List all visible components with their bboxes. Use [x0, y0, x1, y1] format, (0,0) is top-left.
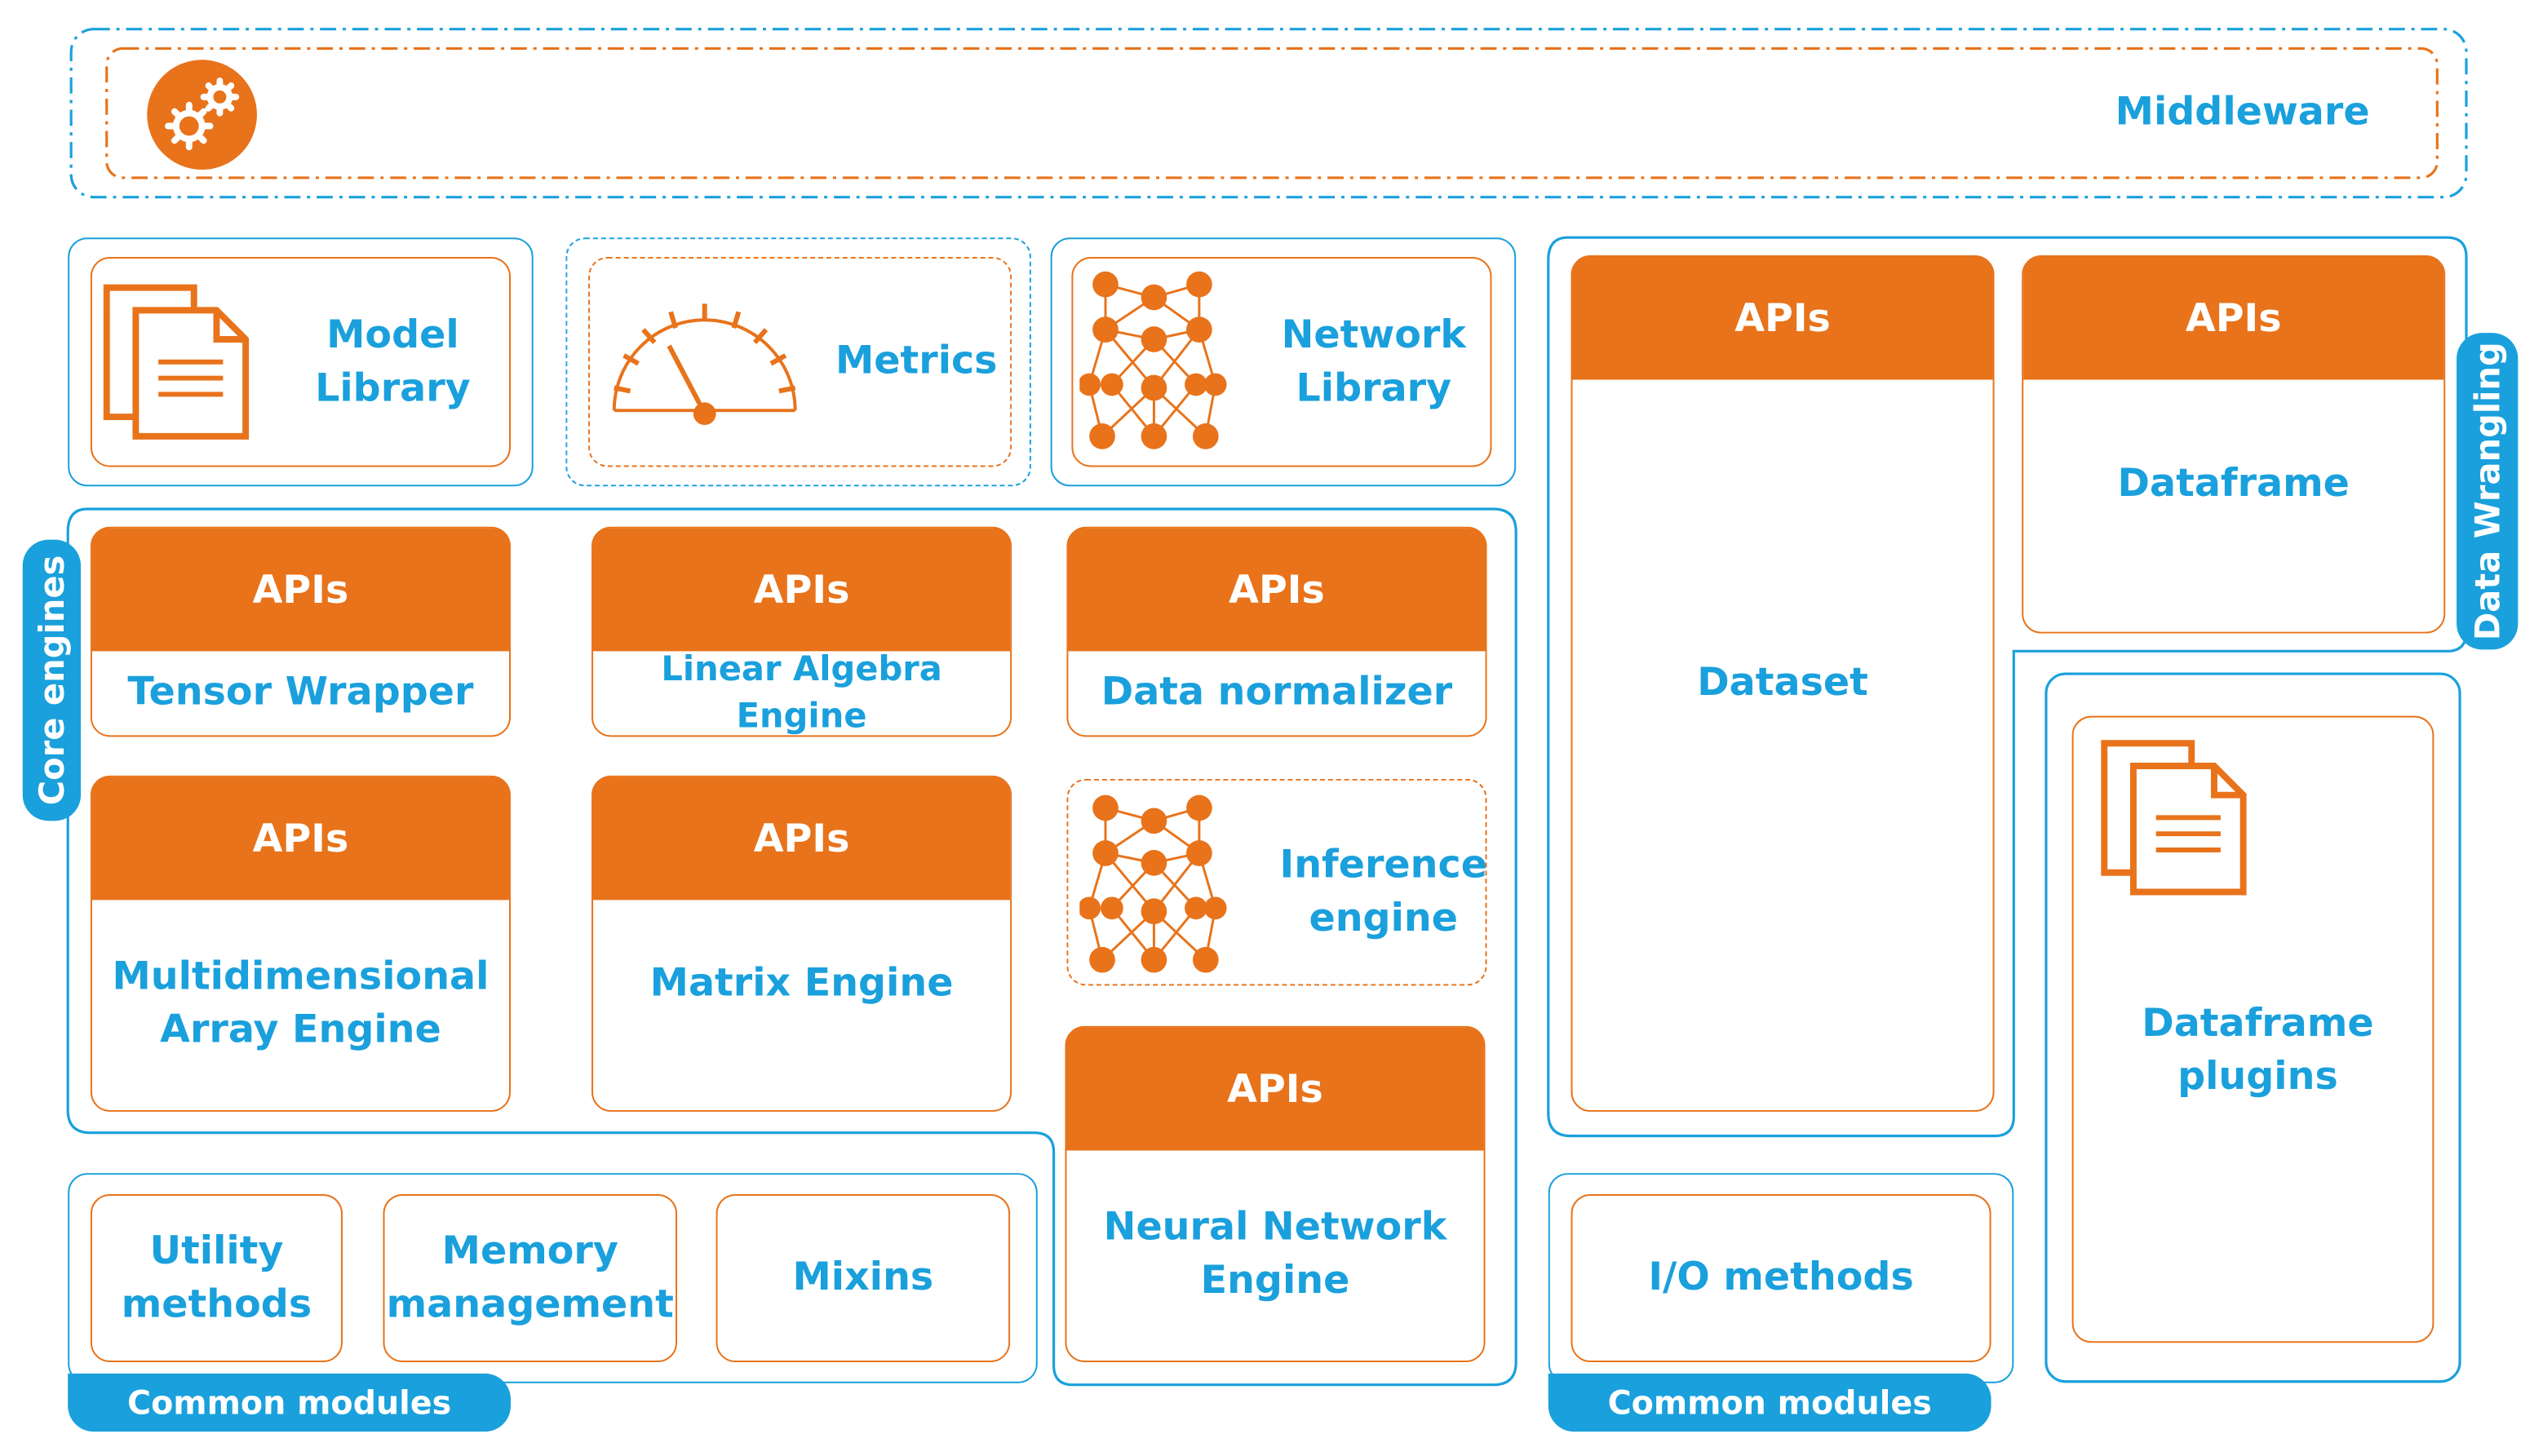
matrix-engine-label: Matrix Engine	[649, 960, 954, 1007]
network-library-label: Network Library	[1281, 312, 1467, 411]
metrics-label: Metrics	[835, 338, 998, 384]
multidimensional-array-card: APIs Multidimensional Array Engine	[90, 775, 511, 1112]
model-library-label: Model Library	[315, 312, 471, 411]
api-header: APIs	[593, 777, 1011, 901]
inference-engine-label: Inference engine	[1279, 841, 1487, 940]
dataframe-card: APIs Dataframe	[2022, 254, 2446, 634]
linear-algebra-label: Linear Algebra Engine	[661, 649, 942, 736]
api-header: APIs	[91, 777, 510, 901]
linear-algebra-card: APIs Linear Algebra Engine	[591, 526, 1012, 737]
neural-network-engine-label: Neural Network Engine	[1103, 1203, 1447, 1303]
common-modules-left-pill: Common modules	[68, 1373, 511, 1432]
gears-icon	[147, 60, 257, 170]
core-engines-border	[66, 507, 1517, 1387]
neural-network-engine-card: APIs Neural Network Engine	[1065, 1025, 1486, 1362]
data-wrangling-border	[1547, 236, 2468, 1383]
multidimensional-array-label: Multidimensional Array Engine	[112, 953, 490, 1052]
dataset-card: APIs Dataset	[1570, 254, 1995, 1112]
io-methods-card: I/O methods	[1570, 1193, 1991, 1362]
data-wrangling-side-label: Data Wrangling	[2456, 333, 2518, 650]
dataframe-label: Dataframe	[2117, 461, 2350, 507]
dataframe-plugins-label: Dataframe plugins	[2142, 1000, 2374, 1100]
neural-network-icon	[1079, 271, 1227, 449]
tensor-wrapper-label: Tensor Wrapper	[127, 670, 474, 715]
api-header: APIs	[1068, 528, 1486, 652]
matrix-engine-card: APIs Matrix Engine	[591, 775, 1012, 1112]
tensor-wrapper-card: APIs Tensor Wrapper	[90, 526, 511, 737]
documents-icon	[2101, 740, 2247, 896]
network-library-group	[1050, 237, 1517, 487]
dataset-label: Dataset	[1697, 660, 1868, 706]
memory-management-card: Memory management	[383, 1193, 678, 1362]
common-modules-right-pill: Common modules	[1548, 1373, 1991, 1432]
api-header: APIs	[2023, 256, 2444, 380]
data-normalizer-label: Data normalizer	[1101, 670, 1453, 715]
core-engines-side-label: Core engines	[22, 539, 82, 821]
metrics-card	[588, 256, 1012, 467]
metrics-group	[565, 237, 1031, 487]
model-library-group	[68, 237, 534, 487]
neural-network-icon	[1079, 794, 1227, 973]
network-library-card	[1071, 256, 1492, 467]
mixins-card: Mixins	[715, 1193, 1011, 1362]
data-normalizer-card: APIs Data normalizer	[1066, 526, 1487, 737]
api-header: APIs	[1066, 1027, 1484, 1151]
utility-methods-card: Utility methods	[90, 1193, 343, 1362]
common-modules-left-group	[68, 1173, 1038, 1383]
api-header: APIs	[593, 528, 1011, 652]
middleware-outer-border	[69, 28, 2468, 199]
gauge-icon	[612, 303, 797, 426]
middleware-label: Middleware	[2115, 89, 2370, 135]
api-header: APIs	[1572, 256, 1993, 380]
api-header: APIs	[91, 528, 510, 652]
middleware-inner-border	[105, 46, 2439, 179]
documents-icon	[103, 284, 250, 440]
inference-engine-card	[1066, 778, 1487, 986]
